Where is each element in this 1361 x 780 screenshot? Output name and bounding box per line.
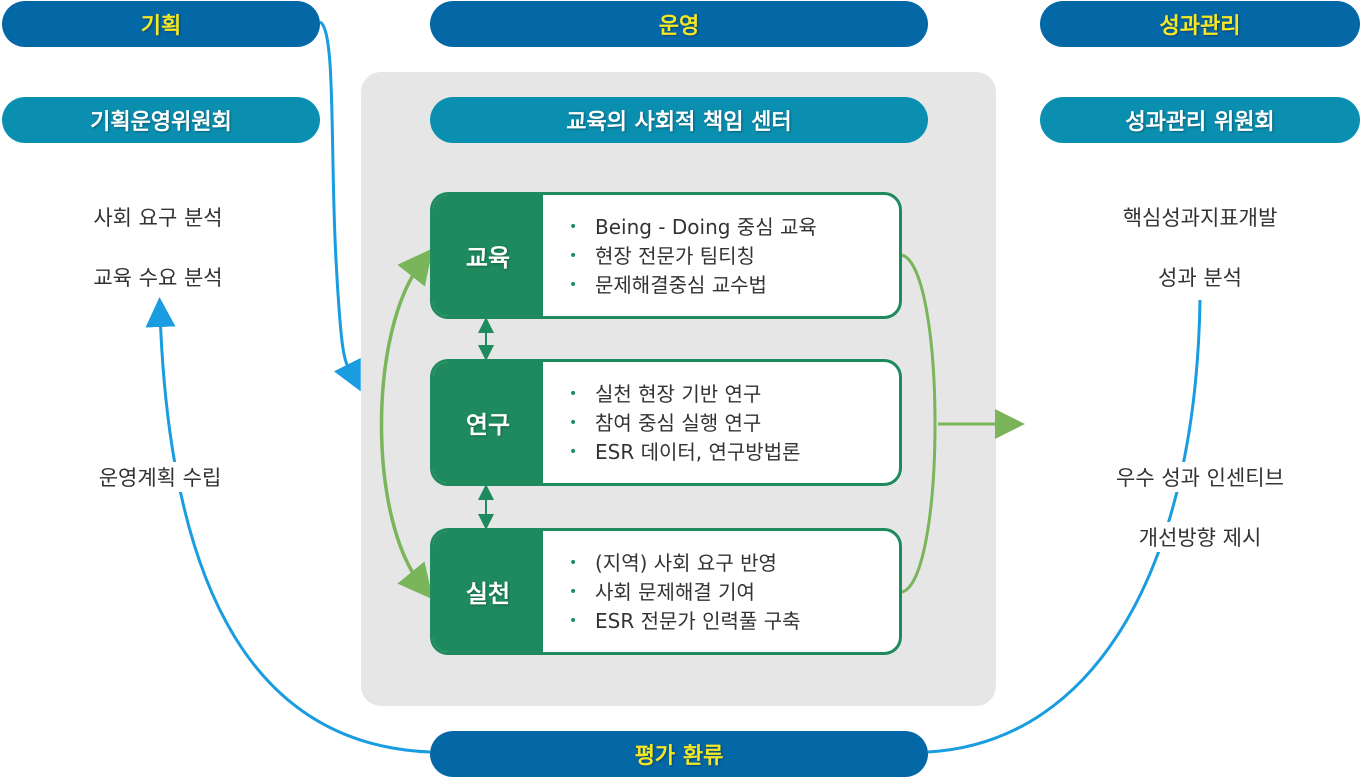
box-education: 교육 Being - Doing 중심 교육현장 전문가 팀티칭문제해결중심 교… bbox=[430, 192, 902, 319]
box-title: 연구 bbox=[433, 362, 543, 483]
box-title: 교육 bbox=[433, 195, 543, 316]
cycle-arrow bbox=[379, 248, 434, 600]
box-item: 사회 문제해결 기여 bbox=[569, 578, 801, 607]
committee-plan: 기획운영위원회 bbox=[2, 97, 320, 143]
box-item: (지역) 사회 요구 반영 bbox=[569, 549, 801, 578]
committee-performance: 성과관리 위원회 bbox=[1040, 97, 1360, 143]
box-research: 연구 실천 현장 기반 연구참여 중심 실행 연구ESR 데이터, 연구방법론 bbox=[430, 359, 902, 486]
box-item: 참여 중심 실행 연구 bbox=[569, 409, 801, 438]
feedback-to-plan-arrow bbox=[145, 297, 431, 754]
perf-to-feedback-line bbox=[927, 299, 1202, 754]
box-item: 실천 현장 기반 연구 bbox=[569, 380, 801, 409]
committee-operate: 교육의 사회적 책임 센터 bbox=[430, 97, 928, 143]
box-item: ESR 데이터, 연구방법론 bbox=[569, 438, 801, 467]
left-item: 교육 수요 분석 bbox=[89, 262, 227, 292]
box-practice: 실천 (지역) 사회 요구 반영사회 문제해결 기여ESR 전문가 인력풀 구축 bbox=[430, 528, 902, 655]
feedback-pill: 평가 환류 bbox=[430, 731, 928, 777]
box-title: 실천 bbox=[433, 531, 543, 652]
box-item: ESR 전문가 인력풀 구축 bbox=[569, 607, 801, 636]
header-plan: 기획 bbox=[2, 1, 320, 47]
header-performance: 성과관리 bbox=[1040, 1, 1360, 47]
plan-to-operate-arrow bbox=[318, 20, 361, 392]
box-item: 현장 전문가 팀티칭 bbox=[569, 242, 817, 271]
box-item: Being - Doing 중심 교육 bbox=[569, 213, 817, 242]
header-operate: 운영 bbox=[430, 1, 928, 47]
output-bracket bbox=[901, 253, 937, 594]
right-item: 우수 성과 인센티브 bbox=[1112, 462, 1288, 492]
left-item: 운영계획 수립 bbox=[94, 462, 226, 492]
left-item: 사회 요구 분석 bbox=[89, 202, 227, 232]
right-item: 핵심성과지표개발 bbox=[1118, 202, 1282, 232]
box-item: 문제해결중심 교수법 bbox=[569, 271, 817, 300]
right-item: 성과 분석 bbox=[1154, 262, 1246, 292]
right-item: 개선방향 제시 bbox=[1134, 522, 1266, 552]
